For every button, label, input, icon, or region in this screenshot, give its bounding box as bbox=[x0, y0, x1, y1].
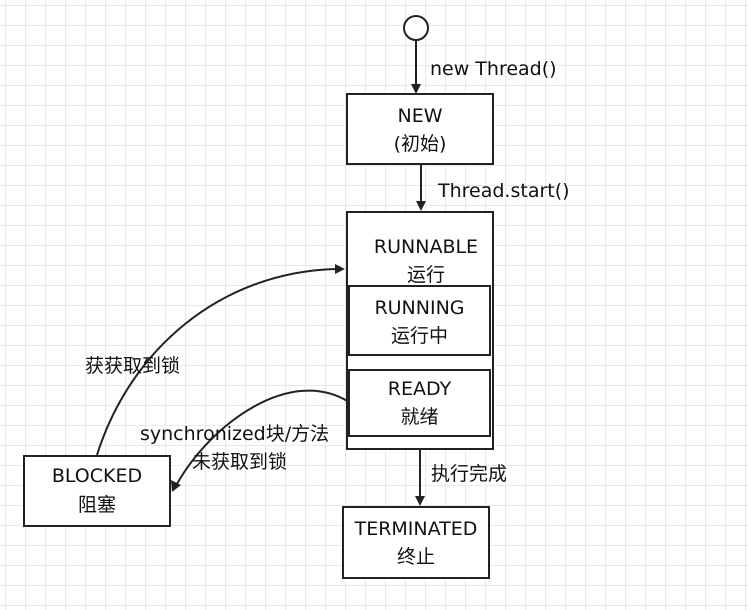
arrowhead-acquire-lock bbox=[335, 264, 345, 274]
state-running-name: RUNNING bbox=[374, 297, 465, 319]
state-blocked-name: BLOCKED bbox=[51, 465, 143, 487]
state-terminated-name: TERMINATED bbox=[354, 518, 478, 540]
state-terminated bbox=[342, 506, 490, 579]
arrowhead-start bbox=[416, 201, 426, 211]
state-new-sub: (初始) bbox=[393, 133, 447, 155]
state-runnable-sub: 运行 bbox=[406, 264, 445, 286]
state-ready bbox=[348, 369, 491, 437]
initial-state-node bbox=[403, 15, 429, 41]
transition-label-create: new Thread() bbox=[430, 58, 557, 80]
state-running-sub: 运行中 bbox=[390, 325, 448, 347]
state-terminated-sub: 终止 bbox=[396, 546, 435, 568]
state-ready-name: READY bbox=[387, 378, 452, 400]
transition-label-sync-line2: 未获取到锁 bbox=[192, 451, 288, 473]
transition-label-sync-line1: synchronized块/方法 bbox=[140, 423, 330, 445]
transition-label-start: Thread.start() bbox=[438, 180, 570, 202]
transition-label-acquire-lock: 获获取到锁 bbox=[85, 355, 181, 377]
arrowhead-sync-blocked bbox=[171, 480, 181, 492]
state-new-name: NEW bbox=[397, 105, 443, 127]
arrowhead-finish bbox=[415, 496, 425, 506]
state-new bbox=[346, 93, 494, 165]
state-ready-sub: 就绪 bbox=[400, 406, 439, 428]
state-blocked-sub: 阻塞 bbox=[77, 494, 116, 516]
state-runnable-name: RUNNABLE bbox=[373, 236, 479, 258]
transition-label-finish: 执行完成 bbox=[431, 463, 508, 485]
state-running bbox=[348, 285, 491, 356]
state-blocked bbox=[23, 455, 171, 527]
